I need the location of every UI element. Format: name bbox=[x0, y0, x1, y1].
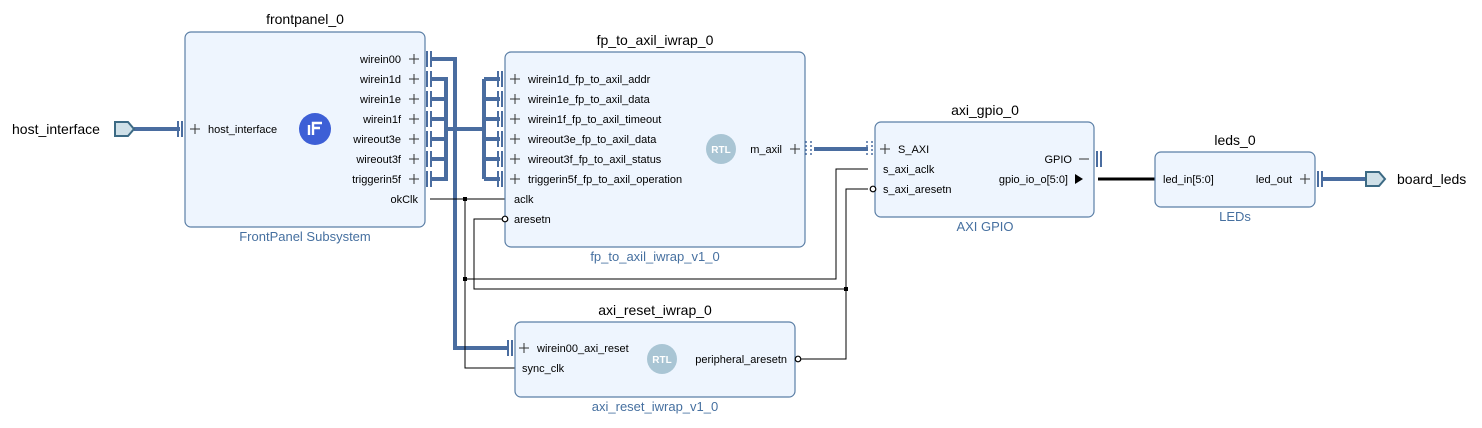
svg-text:wirein1f: wirein1f bbox=[362, 114, 402, 126]
svg-text:S_AXI: S_AXI bbox=[898, 144, 929, 156]
frontpanel-pin-wirein00[interactable]: wirein00 bbox=[359, 51, 432, 67]
svg-text:wirein1d: wirein1d bbox=[359, 74, 401, 86]
net-fp-bus-right[interactable] bbox=[446, 77, 500, 181]
host-interface-port[interactable]: host_interface bbox=[12, 121, 136, 137]
frontpanel-pin-wireout3e[interactable]: wireout3e bbox=[352, 131, 432, 147]
frontpanel-pin-wirein1f[interactable]: wirein1f bbox=[362, 111, 432, 127]
fp-to-axil-pin-status[interactable]: wireout3f_fp_to_axil_status bbox=[497, 151, 662, 167]
svg-text:okClk: okClk bbox=[390, 194, 418, 206]
frontpanel-pin-wireout3f[interactable]: wireout3f bbox=[355, 151, 432, 167]
axi-gpio-pin-s-axi-aresetn[interactable]: s_axi_aresetn bbox=[869, 184, 952, 196]
leds-pin-led-out[interactable]: led_out bbox=[1256, 171, 1323, 187]
svg-text:wirein1d_fp_to_axil_addr: wirein1d_fp_to_axil_addr bbox=[527, 74, 651, 86]
axi-reset-pin-wirein00[interactable]: wirein00_axi_reset bbox=[507, 340, 629, 356]
input-port-icon bbox=[114, 121, 136, 137]
axi-reset-rtl-badge-icon: RTL bbox=[647, 344, 677, 374]
frontpanel-pin-host-interface[interactable]: host_interface bbox=[177, 121, 277, 137]
svg-text:led_in[5:0]: led_in[5:0] bbox=[1163, 174, 1214, 186]
axi-gpio-instance-name: axi_gpio_0 bbox=[951, 102, 1019, 118]
svg-text:wirein1e: wirein1e bbox=[359, 94, 401, 106]
axi-gpio-block[interactable]: axi_gpio_0 AXI GPIO S_AXI s_axi_aclk s_a… bbox=[866, 102, 1102, 234]
svg-text:triggerin5f: triggerin5f bbox=[352, 174, 402, 186]
leds-subsystem-name: LEDs bbox=[1219, 209, 1251, 224]
svg-text:wirein00_axi_reset: wirein00_axi_reset bbox=[536, 343, 629, 355]
output-port-icon bbox=[1365, 171, 1387, 187]
net-wirein00[interactable] bbox=[430, 57, 508, 350]
fp-to-axil-pin-operation[interactable]: triggerin5f_fp_to_axil_operation bbox=[497, 171, 682, 187]
fp-to-axil-rtl-badge-icon: RTL bbox=[706, 134, 736, 164]
axi-reset-pin-peripheral-aresetn[interactable]: peripheral_aresetn bbox=[695, 354, 802, 366]
fp-to-axil-pin-addr[interactable]: wirein1d_fp_to_axil_addr bbox=[497, 71, 651, 87]
axi-gpio-pin-gpio[interactable]: GPIO bbox=[1044, 151, 1102, 167]
axi-gpio-pin-s-axi-aclk[interactable]: s_axi_aclk bbox=[883, 164, 935, 176]
svg-text:RTL: RTL bbox=[711, 145, 730, 156]
svg-text:s_axi_aclk: s_axi_aclk bbox=[883, 164, 935, 176]
fp-to-axil-pin-m-axil[interactable]: m_axil bbox=[750, 141, 812, 157]
board-leds-port-label: board_leds bbox=[1397, 171, 1466, 187]
leds-instance-name: leds_0 bbox=[1214, 132, 1255, 148]
host-interface-port-label: host_interface bbox=[12, 121, 100, 137]
axi-reset-pin-sync-clk[interactable]: sync_clk bbox=[522, 363, 565, 375]
fp-to-axil-instance-name: fp_to_axil_iwrap_0 bbox=[597, 32, 714, 48]
frontpanel-instance-name: frontpanel_0 bbox=[266, 11, 344, 27]
svg-text:s_axi_aresetn: s_axi_aresetn bbox=[883, 184, 952, 196]
svg-text:GPIO: GPIO bbox=[1044, 154, 1072, 166]
axi-reset-instance-name: axi_reset_iwrap_0 bbox=[598, 302, 712, 318]
leds-block[interactable]: leds_0 LEDs led_in[5:0] led_out bbox=[1154, 132, 1323, 224]
svg-text:gpio_io_o[5:0]: gpio_io_o[5:0] bbox=[999, 174, 1068, 186]
frontpanel-subsystem-name: FrontPanel Subsystem bbox=[239, 229, 371, 244]
fp-to-axil-pin-aresetn[interactable]: aresetn bbox=[501, 214, 551, 226]
svg-text:wirein00: wirein00 bbox=[359, 54, 401, 66]
axi-reset-block[interactable]: axi_reset_iwrap_0 axi_reset_iwrap_v1_0 w… bbox=[507, 302, 802, 414]
svg-text:aresetn: aresetn bbox=[514, 214, 551, 226]
frontpanel-pin-wirein1e[interactable]: wirein1e bbox=[359, 91, 432, 107]
frontpanel-pin-wirein1d[interactable]: wirein1d bbox=[359, 71, 432, 87]
svg-text:wireout3e: wireout3e bbox=[352, 134, 401, 146]
frontpanel-pin-triggerin5f[interactable]: triggerin5f bbox=[352, 171, 432, 187]
svg-text:peripheral_aresetn: peripheral_aresetn bbox=[695, 354, 787, 366]
fp-to-axil-block[interactable]: fp_to_axil_iwrap_0 fp_to_axil_iwrap_v1_0… bbox=[497, 32, 812, 264]
axi-gpio-pin-s-axi[interactable]: S_AXI bbox=[866, 141, 929, 157]
svg-text:sync_clk: sync_clk bbox=[522, 363, 565, 375]
svg-text:wireout3f_fp_to_axil_status: wireout3f_fp_to_axil_status bbox=[527, 154, 662, 166]
svg-text:host_interface: host_interface bbox=[208, 124, 277, 136]
frontpanel-pin-okclk[interactable]: okClk bbox=[390, 194, 418, 206]
net-okclk[interactable] bbox=[430, 168, 868, 369]
fp-to-axil-pin-data-out[interactable]: wireout3e_fp_to_axil_data bbox=[497, 131, 657, 147]
frontpanel-logo-icon bbox=[299, 113, 331, 145]
svg-text:led_out: led_out bbox=[1256, 174, 1292, 186]
svg-text:RTL: RTL bbox=[652, 355, 671, 366]
svg-text:wireout3f: wireout3f bbox=[355, 154, 402, 166]
axi-gpio-body[interactable] bbox=[874, 121, 1095, 218]
board-leds-port[interactable]: board_leds bbox=[1365, 171, 1466, 187]
fp-to-axil-pin-aclk[interactable]: aclk bbox=[514, 194, 534, 206]
fp-to-axil-subsystem-name: fp_to_axil_iwrap_v1_0 bbox=[590, 249, 719, 264]
svg-text:wirein1f_fp_to_axil_timeout: wirein1f_fp_to_axil_timeout bbox=[527, 114, 661, 126]
svg-text:aclk: aclk bbox=[514, 194, 534, 206]
net-aresetn[interactable] bbox=[473, 188, 868, 360]
frontpanel-block[interactable]: frontpanel_0 FrontPanel Subsystem host_i… bbox=[177, 11, 432, 244]
fp-to-axil-pin-data-in[interactable]: wirein1e_fp_to_axil_data bbox=[497, 91, 651, 107]
axi-reset-subsystem-name: axi_reset_iwrap_v1_0 bbox=[592, 399, 718, 414]
leds-body[interactable] bbox=[1154, 151, 1316, 208]
fp-to-axil-pin-timeout[interactable]: wirein1f_fp_to_axil_timeout bbox=[497, 111, 661, 127]
leds-pin-led-in[interactable]: led_in[5:0] bbox=[1163, 174, 1214, 186]
output-arrow-icon bbox=[1075, 174, 1083, 184]
connections bbox=[134, 57, 1366, 369]
axi-gpio-subsystem-name: AXI GPIO bbox=[956, 219, 1013, 234]
svg-text:triggerin5f_fp_to_axil_operati: triggerin5f_fp_to_axil_operation bbox=[528, 174, 682, 186]
svg-text:wireout3e_fp_to_axil_data: wireout3e_fp_to_axil_data bbox=[527, 134, 657, 146]
svg-text:wirein1e_fp_to_axil_data: wirein1e_fp_to_axil_data bbox=[527, 94, 651, 106]
axi-gpio-pin-gpio-io-o[interactable]: gpio_io_o[5:0] bbox=[999, 174, 1083, 186]
svg-text:m_axil: m_axil bbox=[750, 144, 782, 156]
fp-to-axil-body[interactable] bbox=[504, 51, 806, 248]
net-fp-bus-left[interactable] bbox=[430, 77, 448, 181]
